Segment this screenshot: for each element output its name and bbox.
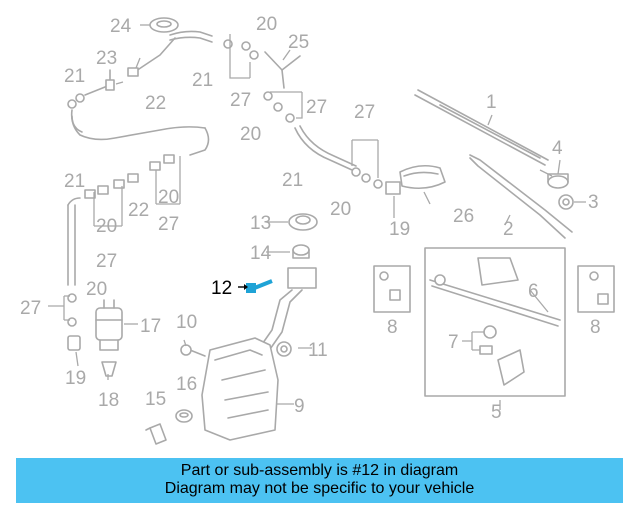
- callout-27-right: 27: [306, 97, 327, 118]
- callout-27-top: 27: [230, 90, 251, 111]
- callout-13: 13: [250, 213, 271, 234]
- callout-27-side: 27: [20, 298, 41, 319]
- callout-10: 10: [176, 312, 197, 333]
- washer-reservoir-9: [201, 337, 279, 441]
- wiper-blade-1: [414, 89, 549, 166]
- callout-25: 25: [288, 32, 309, 53]
- cap-4: [547, 173, 569, 189]
- callout-2: 2: [503, 219, 514, 240]
- callout-11: 11: [308, 340, 328, 361]
- callout-19-right: 19: [389, 219, 410, 240]
- callout-7: 7: [448, 332, 459, 353]
- callout-16: 16: [176, 374, 197, 395]
- sensor-15: [145, 423, 167, 445]
- callout-22-left: 22: [128, 200, 149, 221]
- callout-8-right: 8: [590, 317, 601, 338]
- callout-17: 17: [140, 316, 161, 337]
- washer-hose-upper: [67, 30, 213, 156]
- callout-27-left: 27: [96, 251, 117, 272]
- bolt-12-highlighted: [238, 279, 273, 293]
- callout-26: 26: [453, 206, 474, 227]
- clips-20-top: [223, 39, 295, 123]
- callout-20-mid: 20: [240, 124, 261, 145]
- nut-3: [558, 194, 574, 210]
- connectors-27-left: [67, 293, 77, 327]
- callout-12: 12: [211, 278, 232, 299]
- callout-3: 3: [588, 192, 599, 213]
- connector-23: [105, 67, 139, 91]
- parts-diagram: 1 2 3 4 5 6 7 8 8 9 10 11 12 13 14 15 16…: [20, 14, 615, 445]
- callout-20-left: 20: [96, 216, 117, 237]
- callout-8-left: 8: [387, 317, 398, 338]
- filler-neck: [257, 267, 317, 353]
- hose-grommet-24: [149, 17, 179, 33]
- washer-pump-17: [95, 299, 123, 351]
- info-banner: Part or sub-assembly is #12 in diagram D…: [16, 458, 623, 503]
- callout-20-top: 20: [256, 14, 277, 35]
- bolt-10: [180, 344, 206, 357]
- callout-5: 5: [491, 402, 502, 423]
- banner-line-2: Diagram may not be specific to your vehi…: [164, 480, 475, 497]
- callout-21-top-left: 21: [64, 66, 85, 87]
- callout-4: 4: [552, 138, 563, 159]
- callout-14: 14: [250, 243, 272, 264]
- leader-lines: [48, 24, 586, 410]
- callout-21-mid: 21: [282, 170, 303, 191]
- wiper-arm-2: [469, 154, 573, 239]
- banner-line-1: Part or sub-assembly is #12 in diagram: [180, 462, 459, 479]
- callout-18: 18: [98, 390, 119, 411]
- callout-labels: 1 2 3 4 5 6 7 8 8 9 10 11 12 13 14 15 16…: [20, 14, 601, 423]
- washer-hose-middle: [294, 125, 383, 189]
- hose-left-vertical: [67, 154, 175, 286]
- callout-15: 15: [145, 389, 166, 410]
- callout-19-left: 19: [65, 368, 86, 389]
- callout-21-left: 21: [64, 171, 85, 192]
- callout-20-left2: 20: [158, 187, 179, 208]
- grommet-11: [276, 341, 292, 357]
- callout-27-center: 27: [354, 102, 375, 123]
- seal-14: [292, 244, 310, 259]
- callout-20-bottom: 20: [86, 279, 107, 300]
- t-connector-25: [264, 51, 301, 89]
- callout-1: 1: [486, 92, 497, 113]
- callout-9: 9: [294, 396, 305, 417]
- seal-18: [101, 361, 117, 377]
- callout-21-top: 21: [192, 70, 213, 91]
- callout-22-top: 22: [145, 93, 166, 114]
- grommet-16: [175, 409, 193, 423]
- callout-23: 23: [96, 48, 117, 69]
- callout-20-center: 20: [330, 199, 351, 220]
- callout-6: 6: [528, 281, 539, 302]
- bracket-box-8-left: [373, 265, 411, 313]
- cap-13: [288, 213, 318, 231]
- callout-27-left2: 27: [158, 214, 179, 235]
- wiper-linkage-box-5: [424, 247, 566, 397]
- plug-19-left: [67, 335, 81, 351]
- bracket-box-8-right: [577, 265, 615, 313]
- callout-24: 24: [110, 16, 132, 37]
- washer-nozzle-26: [385, 164, 446, 195]
